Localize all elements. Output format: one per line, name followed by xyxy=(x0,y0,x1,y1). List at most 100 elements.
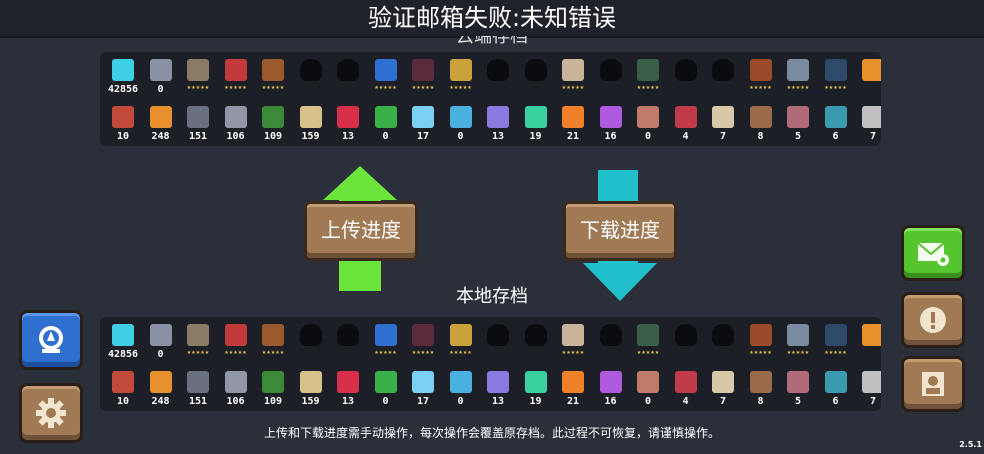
ore-icon xyxy=(787,324,809,346)
paladin-icon xyxy=(449,324,472,346)
item-count: 42856 xyxy=(107,84,139,95)
violet-crystal-icon xyxy=(599,106,622,128)
profile-button[interactable] xyxy=(901,356,965,412)
star-rating: ★★★★★ xyxy=(749,350,772,356)
star-rating: ★★★★★ xyxy=(824,350,847,356)
item-count: 106 xyxy=(226,131,245,142)
coin-icon xyxy=(149,59,172,81)
save-item xyxy=(331,55,365,99)
scroll-icon xyxy=(712,371,734,393)
gem-icon xyxy=(112,59,134,81)
local-save-label: 本地存档 xyxy=(456,286,528,307)
item-count: 151 xyxy=(188,396,208,407)
save-item: ★★★★★ xyxy=(444,55,478,99)
save-item xyxy=(856,55,881,99)
save-item: 4 xyxy=(669,102,703,146)
emerald-crystal-icon xyxy=(524,106,547,128)
star-rating: ★★★★★ xyxy=(261,85,285,91)
item-count: 5 xyxy=(794,131,802,142)
star-rating: ★★★★★ xyxy=(449,85,472,91)
star-rating: ★★★★★ xyxy=(186,350,210,356)
page-title: 验证邮箱失败:未知错误 xyxy=(367,4,617,32)
paladin-icon xyxy=(449,59,472,81)
orange-gem-icon xyxy=(149,371,172,393)
settings-button[interactable] xyxy=(19,383,83,443)
item-count: 16 xyxy=(604,131,617,142)
save-item xyxy=(856,320,881,364)
item-count: 16 xyxy=(604,396,617,407)
notice-button[interactable] xyxy=(901,292,965,348)
item-count: 17 xyxy=(416,396,430,407)
save-item: 4 xyxy=(669,367,703,411)
locked-hero-silhouette xyxy=(337,324,359,346)
save-item: 248 xyxy=(144,102,178,146)
save-item: 151 xyxy=(181,367,215,411)
save-item: ★★★★★ xyxy=(631,55,665,99)
engineer-icon xyxy=(374,324,397,346)
item-count: 5 xyxy=(794,396,802,407)
local-heroes-row: 42856 0 ★★★★★ ★★★★★ ★★★★★ ★★★★★ ★★★★★ ★★★★★ ★★★★… xyxy=(106,320,881,364)
cart-icon xyxy=(824,371,847,393)
mail-button[interactable] xyxy=(901,225,965,281)
fire-crystal-icon xyxy=(562,371,584,393)
star-rating: ★★★★★ xyxy=(449,350,472,356)
duck-hero-icon xyxy=(637,59,659,81)
upload-progress-button[interactable]: 上传进度 xyxy=(304,201,418,261)
star-rating: ★★★★★ xyxy=(561,350,585,356)
download-progress-button[interactable]: 下载进度 xyxy=(563,201,677,261)
item-count: 0 xyxy=(157,349,164,360)
scroll-icon xyxy=(712,106,734,128)
potion-icon xyxy=(862,371,881,393)
card-icon xyxy=(112,106,134,128)
save-item xyxy=(519,320,553,364)
feather-icon xyxy=(449,371,472,393)
save-item: ★★★★★ xyxy=(631,320,665,364)
potion-icon xyxy=(862,106,881,128)
feather-icon xyxy=(449,106,472,128)
save-item: 0 xyxy=(631,102,665,146)
hammer-icon xyxy=(749,106,772,128)
save-item: 21 xyxy=(556,367,590,411)
item-count: 13 xyxy=(491,396,505,407)
save-item: ★★★★★ xyxy=(781,55,815,99)
cloud-save-label: 云端存档 xyxy=(456,26,528,47)
save-item: 10 xyxy=(106,367,140,411)
item-count: 42856 xyxy=(107,349,139,360)
save-item: 0 xyxy=(144,55,178,99)
locked-hero-silhouette xyxy=(599,59,622,81)
item-count: 6 xyxy=(832,131,839,142)
account-button[interactable] xyxy=(19,310,83,370)
item-count: 10 xyxy=(116,396,130,407)
fire-crystal-icon xyxy=(562,106,584,128)
item-count: 21 xyxy=(566,131,580,142)
star-rating: ★★★★★ xyxy=(749,85,772,91)
save-item xyxy=(594,320,628,364)
item-count: 17 xyxy=(416,131,430,142)
save-item: 248 xyxy=(144,367,178,411)
item-count: 159 xyxy=(301,396,320,407)
save-item: 21 xyxy=(556,102,590,146)
save-item: ★★★★★ xyxy=(256,55,290,99)
save-item: 16 xyxy=(594,367,628,411)
save-item: ★★★★★ xyxy=(819,320,853,364)
save-item xyxy=(294,55,328,99)
gear-part-icon xyxy=(224,371,247,393)
save-item: 109 xyxy=(256,367,290,411)
save-item: 106 xyxy=(219,102,253,146)
emerald-crystal-icon xyxy=(524,371,547,393)
red-box-icon xyxy=(674,106,697,128)
locked-hero-silhouette xyxy=(712,324,734,346)
item-count: 109 xyxy=(263,396,283,407)
green-chip-icon xyxy=(374,371,397,393)
save-item: 13 xyxy=(331,102,365,146)
save-item: ★★★★★ xyxy=(181,55,215,99)
save-item: 42856 xyxy=(106,55,140,99)
assassin-icon xyxy=(224,324,247,346)
save-item xyxy=(669,55,703,99)
star-rating: ★★★★★ xyxy=(261,350,285,356)
save-item: 13 xyxy=(331,367,365,411)
save-item: 159 xyxy=(294,102,328,146)
item-count: 159 xyxy=(301,131,320,142)
save-item: ★★★★★ xyxy=(406,320,440,364)
